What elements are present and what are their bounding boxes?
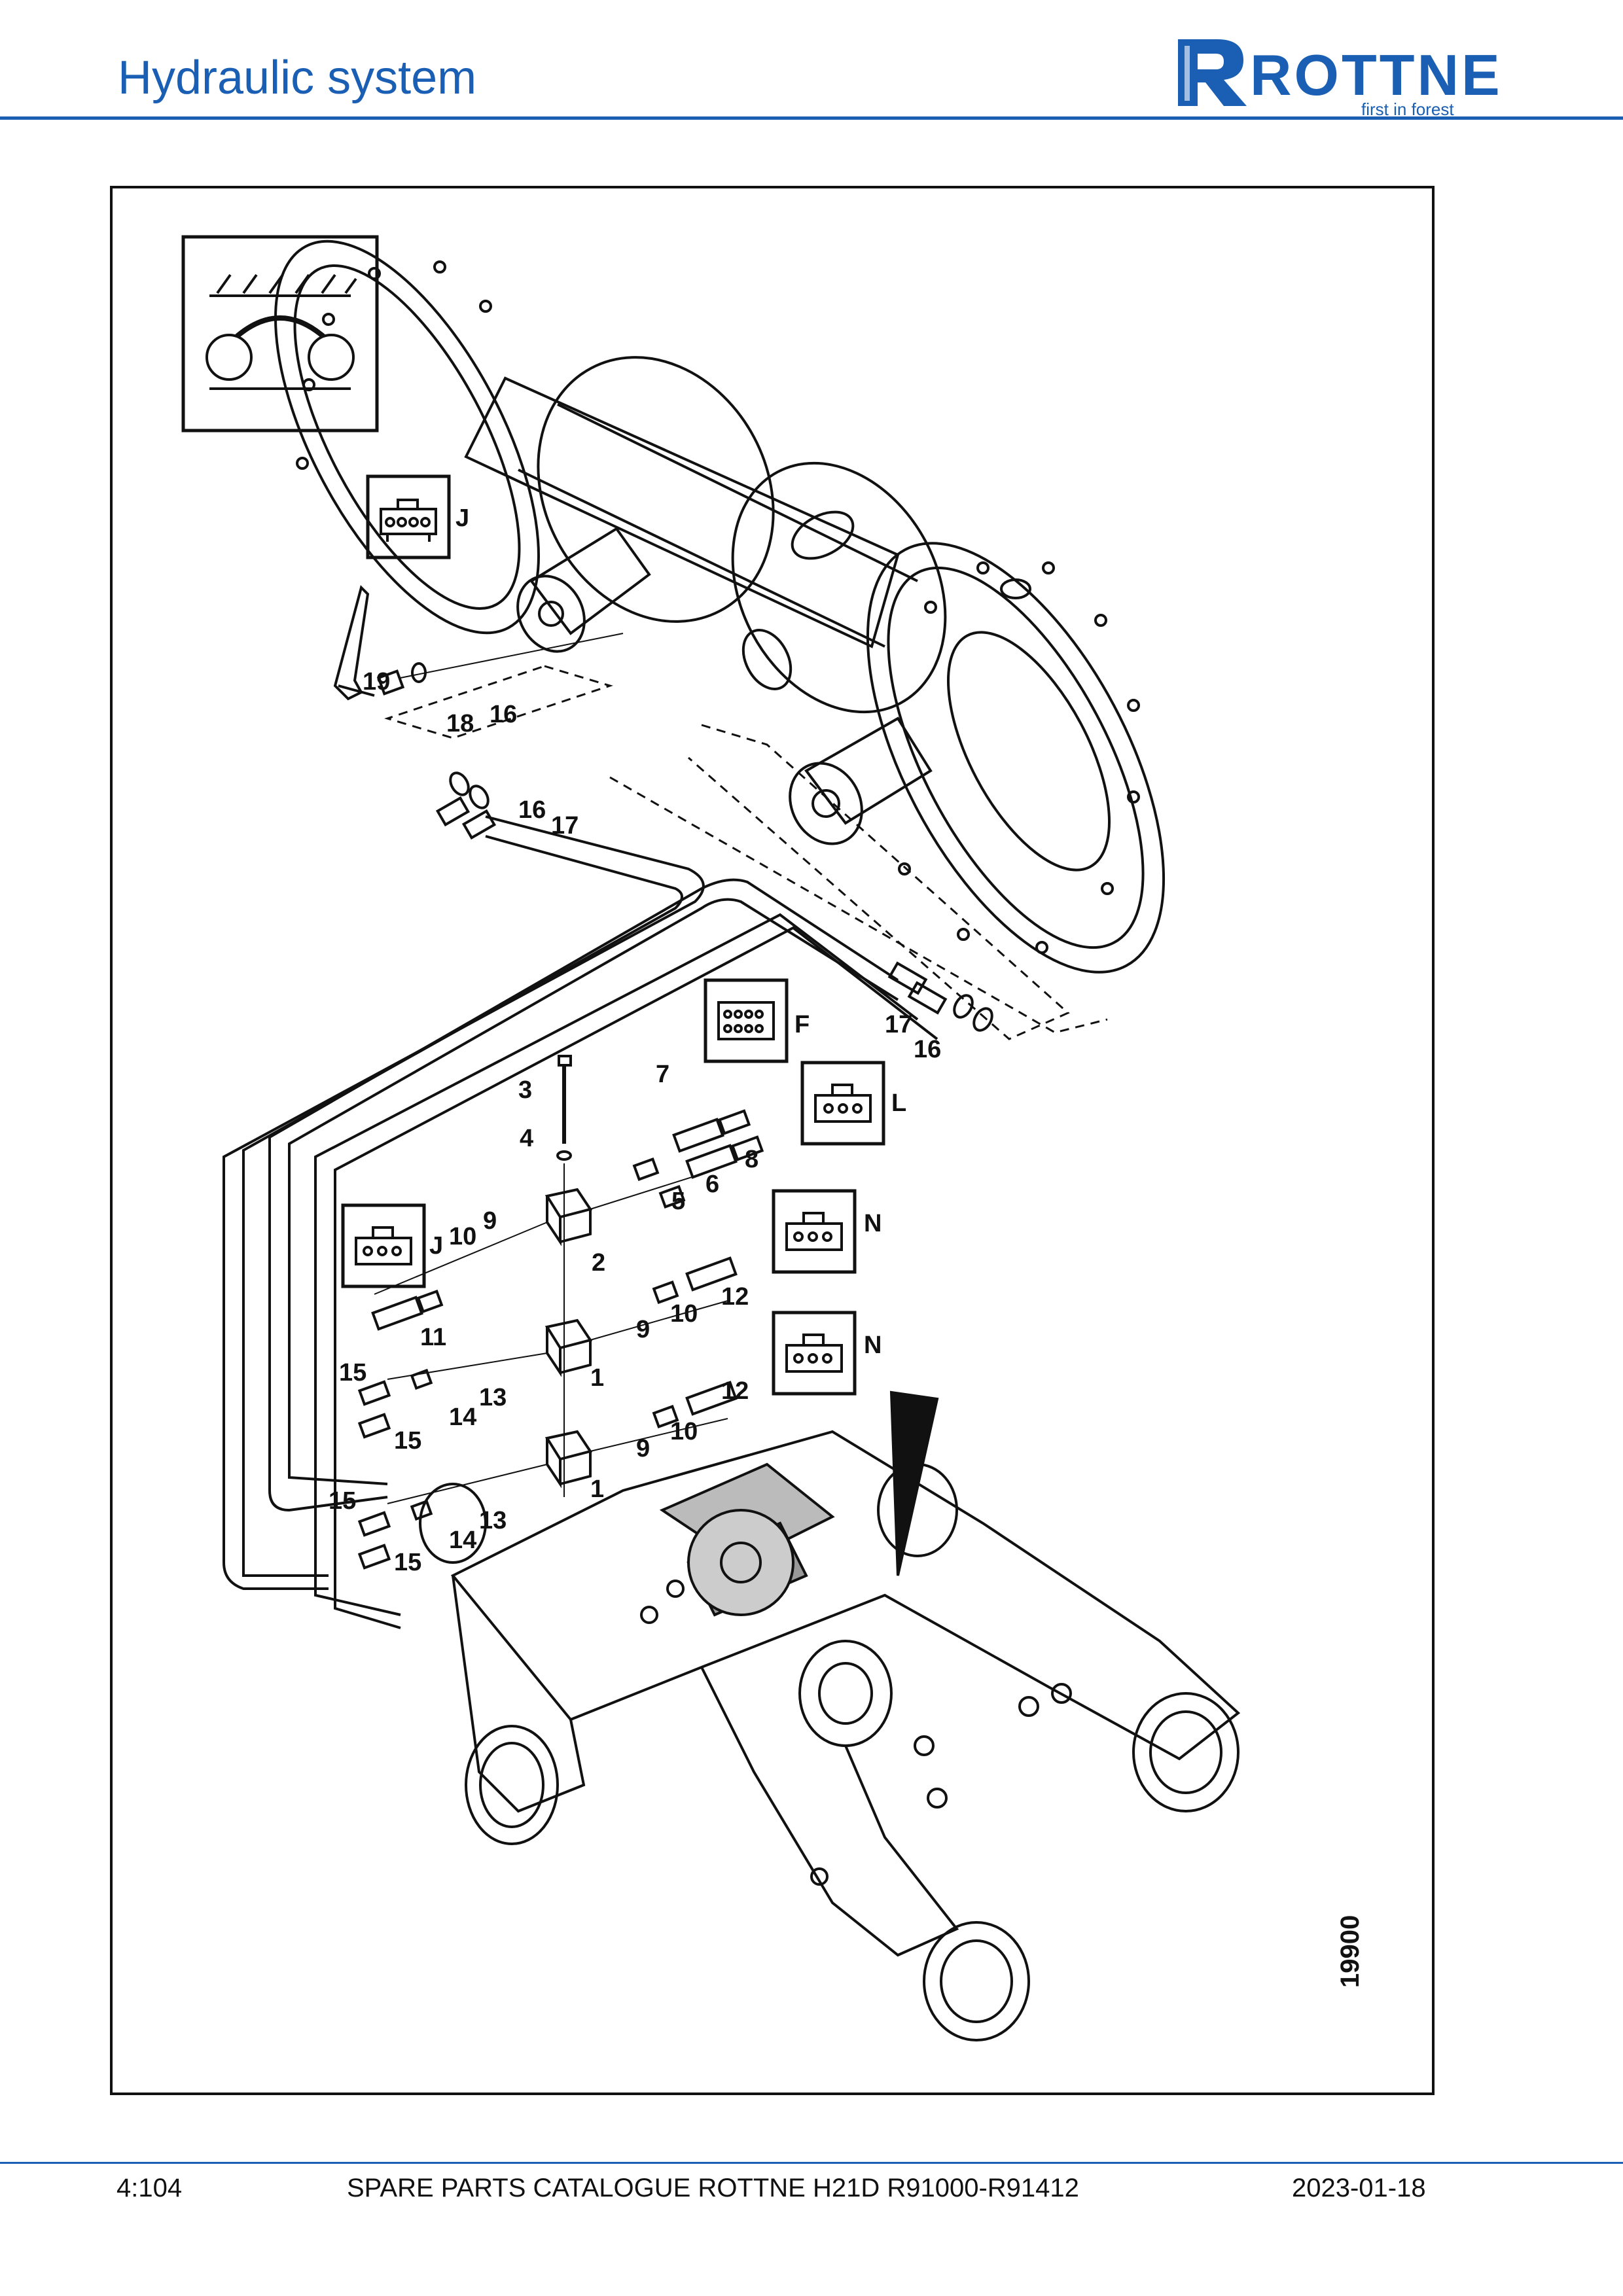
rottne-emblem-icon xyxy=(1178,39,1247,106)
callout-13: 13 xyxy=(479,1507,507,1534)
connector-j-mid-label: J xyxy=(429,1232,443,1260)
callout-16: 16 xyxy=(490,701,517,728)
connector-n-bottom-icon xyxy=(772,1311,857,1396)
callout-10: 10 xyxy=(449,1223,476,1250)
callout-18: 18 xyxy=(446,710,474,737)
callout-4: 4 xyxy=(520,1125,533,1152)
exploded-parts-drawing: J F L J N N 19 18 16 16 17 17 16 3 7 4 8… xyxy=(181,235,1364,2041)
callout-3: 3 xyxy=(518,1076,532,1104)
page-number: 4:104 xyxy=(116,2174,183,2202)
catalogue-title: SPARE PARTS CATALOGUE ROTTNE H21D R91000… xyxy=(347,2174,1079,2202)
callout-9: 9 xyxy=(636,1316,650,1343)
callout-5: 5 xyxy=(671,1188,685,1215)
footer-rule xyxy=(0,2162,1623,2164)
callout-10: 10 xyxy=(670,1300,698,1328)
callout-8: 8 xyxy=(745,1146,758,1173)
callout-14: 14 xyxy=(449,1527,476,1554)
callout-1: 1 xyxy=(590,1475,604,1503)
connector-l-icon xyxy=(800,1061,885,1146)
callout-9: 9 xyxy=(483,1207,497,1235)
callout-14: 14 xyxy=(449,1404,476,1431)
callout-10: 10 xyxy=(670,1418,698,1445)
drawing-number: 19900 xyxy=(1336,1915,1364,1988)
connector-j-mid-icon xyxy=(341,1203,426,1288)
connector-j-top-icon xyxy=(366,474,451,559)
hose-fittings-manifold xyxy=(357,1109,764,1570)
callout-17: 17 xyxy=(885,1011,912,1038)
hose-lines xyxy=(223,815,938,1629)
callout-15: 15 xyxy=(394,1549,421,1576)
callout-19: 19 xyxy=(363,668,390,696)
callout-2: 2 xyxy=(592,1249,605,1277)
callout-16: 16 xyxy=(914,1036,941,1063)
callout-17: 17 xyxy=(551,812,579,839)
connector-n-top-icon xyxy=(772,1189,857,1274)
page-title: Hydraulic system xyxy=(118,52,477,104)
connector-n-bottom-label: N xyxy=(864,1332,882,1359)
callout-1: 1 xyxy=(590,1364,604,1392)
callout-15: 15 xyxy=(339,1359,366,1386)
pointer-arrow-icon xyxy=(889,1390,939,1576)
callout-12: 12 xyxy=(721,1283,749,1311)
callout-16: 16 xyxy=(518,796,546,824)
fittings-16-17-upper xyxy=(435,771,497,840)
connector-n-top-label: N xyxy=(864,1210,882,1237)
callout-13: 13 xyxy=(479,1384,507,1411)
connector-f-icon xyxy=(704,978,789,1063)
catalogue-date: 2023-01-18 xyxy=(1292,2174,1426,2202)
brand-logo: ROTTNE first in forest xyxy=(1171,33,1512,119)
manifold-assembly xyxy=(374,1055,728,1504)
callout-15: 15 xyxy=(394,1427,421,1455)
callout-7: 7 xyxy=(656,1061,669,1088)
connector-j-top-label: J xyxy=(455,504,469,532)
fittings-16-17-right xyxy=(887,961,993,1032)
fitting-group-upper-left xyxy=(333,585,624,701)
callout-6: 6 xyxy=(705,1171,719,1198)
brand-name: ROTTNE xyxy=(1250,43,1503,107)
bogie-frame-drawing xyxy=(419,1430,1241,2041)
dashed-leaders xyxy=(384,665,1108,1040)
callout-15: 15 xyxy=(329,1487,356,1515)
axle-gearbox-drawing xyxy=(274,239,1166,974)
callout-12: 12 xyxy=(721,1377,749,1405)
connector-f-label: F xyxy=(794,1011,810,1038)
axle-symbol-icon xyxy=(181,235,379,433)
drawing-frame: J F L J N N 19 18 16 16 17 17 16 3 7 4 8… xyxy=(110,186,1435,2095)
brand-tagline: first in forest xyxy=(1361,99,1454,119)
header-rule xyxy=(0,116,1623,120)
connector-l-label: L xyxy=(891,1089,906,1117)
callout-9: 9 xyxy=(636,1435,650,1462)
callout-11: 11 xyxy=(420,1324,446,1351)
